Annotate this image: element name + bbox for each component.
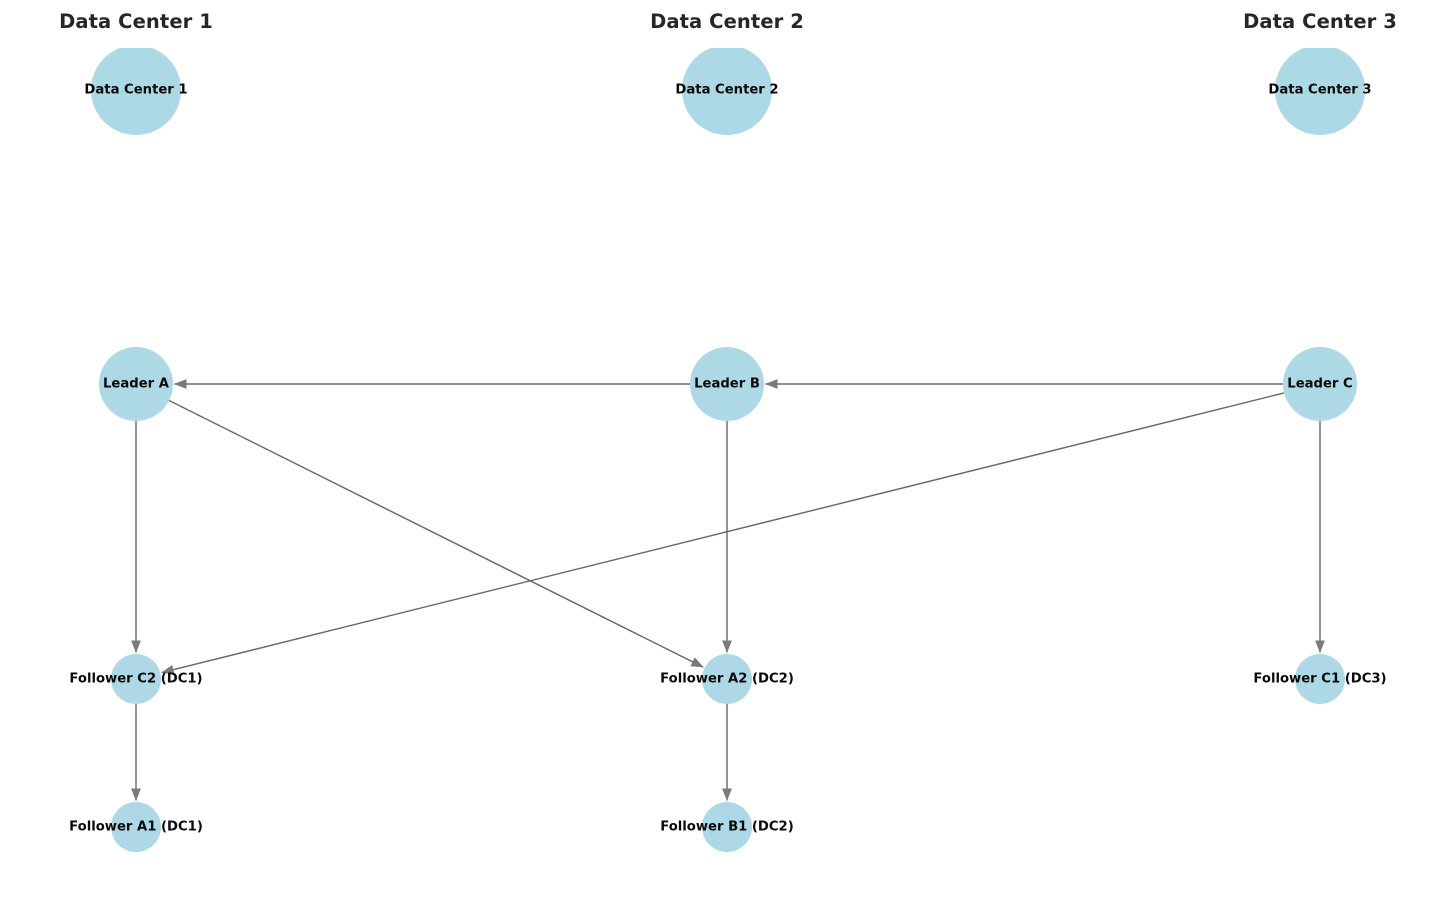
graph-node-leaderA[interactable]: [99, 347, 173, 421]
graph-node-dc1[interactable]: [91, 45, 181, 135]
graph-edge-e-c-c2: [161, 392, 1285, 675]
graph-node-leaderB[interactable]: [690, 347, 764, 421]
graph-node-dc2[interactable]: [682, 45, 772, 135]
graph-node-followerC2[interactable]: [111, 654, 161, 704]
node-layer: [91, 45, 1365, 852]
graph-edge-e-a-a2: [168, 399, 704, 668]
column-title-1: Data Center 1: [59, 10, 213, 33]
graph-node-dc3[interactable]: [1275, 45, 1365, 135]
graph-node-leaderC[interactable]: [1283, 347, 1357, 421]
graph-node-followerA1[interactable]: [111, 802, 161, 852]
column-title-2: Data Center 2: [650, 10, 804, 33]
edge-layer: [131, 379, 1325, 802]
graph-node-followerA2[interactable]: [702, 654, 752, 704]
graph-node-followerB1[interactable]: [702, 802, 752, 852]
graph-node-followerC1[interactable]: [1295, 654, 1345, 704]
column-title-3: Data Center 3: [1243, 10, 1397, 33]
